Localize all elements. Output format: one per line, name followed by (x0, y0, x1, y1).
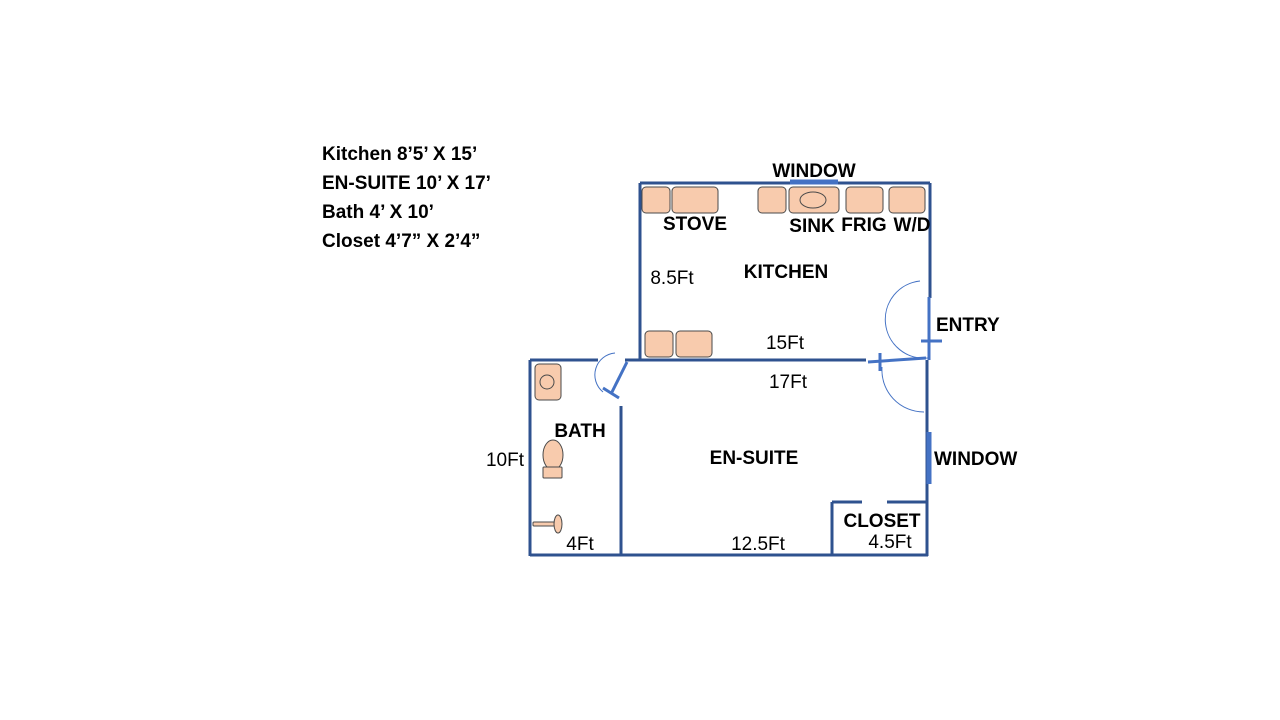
stove-fixture (671, 186, 719, 214)
kitchen-walls (638, 181, 932, 362)
sink-basin-icon (799, 191, 827, 209)
fridge-label: FRIG (841, 215, 886, 236)
counter-cabinet (757, 186, 787, 214)
toilet-bowl-icon (542, 439, 564, 471)
stove-label: STOVE (663, 214, 727, 235)
bath-fixtures (532, 363, 564, 534)
counter-cabinet (641, 186, 671, 214)
sink-label: SINK (789, 216, 835, 237)
fridge-fixture (845, 186, 884, 214)
entry-label: ENTRY (936, 315, 1000, 336)
counter-cabinet (644, 330, 674, 358)
ensuite-walls (528, 358, 929, 557)
ensuite-width-bottom-dimension: 12.5Ft (731, 534, 786, 555)
toilet-tank-icon (542, 466, 563, 479)
kitchen-fixtures (641, 186, 926, 358)
kitchen-width-dimension: 15Ft (766, 333, 805, 354)
bath-height-dimension: 10Ft (486, 450, 525, 471)
kitchen-height-dimension: 8.5Ft (650, 268, 694, 289)
closet-width-dimension: 4.5Ft (868, 532, 912, 553)
ensuite-label: EN-SUITE (710, 448, 799, 469)
room-size-legend: Kitchen 8’5’ X 15’ EN-SUITE 10’ X 17’ Ba… (322, 140, 491, 256)
kitchen-label: KITCHEN (744, 262, 828, 283)
entry-door (884, 280, 942, 360)
bath-width-dimension: 4Ft (566, 534, 594, 555)
bath-label: BATH (554, 421, 605, 442)
closet-walls (830, 500, 927, 555)
bath-door (594, 352, 629, 400)
washer-dryer-label: W/D (894, 215, 931, 236)
legend-kitchen: Kitchen 8’5’ X 15’ (322, 144, 478, 165)
legend-bath: Bath 4’ X 10’ (322, 202, 434, 223)
washer-dryer-fixture (888, 186, 926, 214)
ensuite-door (867, 353, 927, 413)
ensuite-width-top-dimension: 17Ft (769, 372, 808, 393)
legend-closet: Closet 4’7” X 2’4” (322, 231, 481, 252)
top-window-label: WINDOW (772, 161, 855, 182)
bath-sink-basin-icon (539, 374, 555, 390)
shower-head-icon (553, 514, 563, 534)
right-window-label: WINDOW (934, 449, 1017, 470)
legend-ensuite: EN-SUITE 10’ X 17’ (322, 173, 491, 194)
closet-label: CLOSET (843, 511, 920, 532)
counter-cabinet (675, 330, 713, 358)
shower-bar-icon (532, 521, 556, 527)
